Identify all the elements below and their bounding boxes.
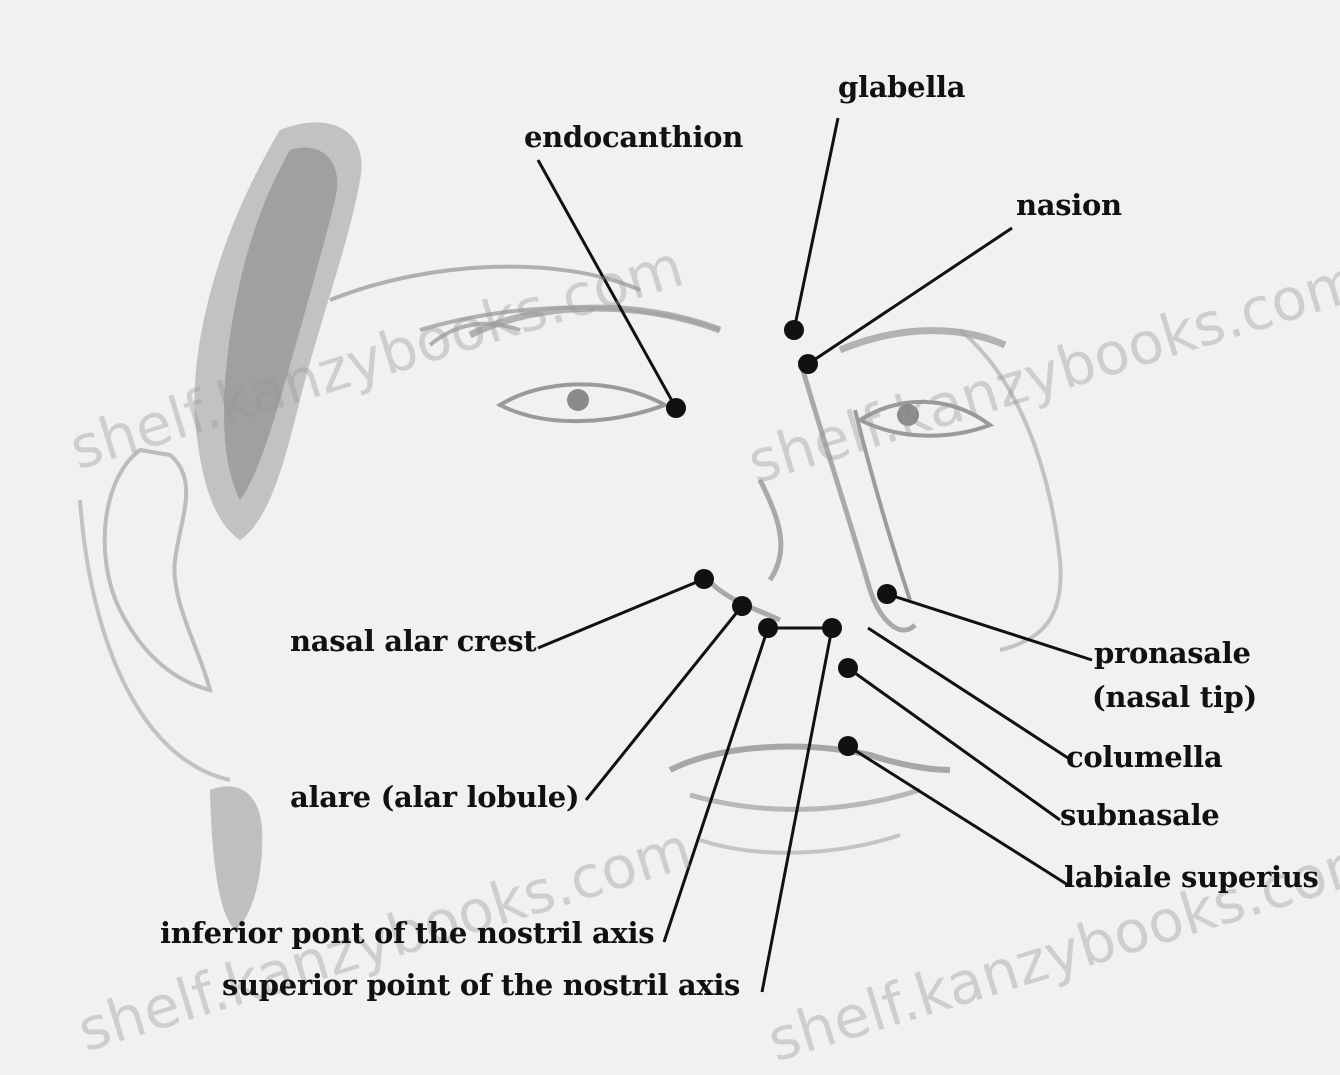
label-columella: columella (1066, 742, 1222, 774)
leader-nasal-alar-crest (538, 579, 704, 648)
label-nasal-alar-crest: nasal alar crest (290, 626, 536, 658)
label-alare: alare (alar lobule) (290, 782, 579, 814)
label-pronasale: pronasale (1094, 638, 1251, 670)
left-iris (567, 389, 589, 411)
label-glabella: glabella (838, 72, 965, 104)
chin-outline (700, 835, 900, 853)
point-inferior-nostril (758, 618, 778, 638)
point-endocanthion (666, 398, 686, 418)
point-nasal-alar-crest (694, 569, 714, 589)
point-superior-nostril (822, 618, 842, 638)
point-alare (732, 596, 752, 616)
point-labiale-superius (838, 736, 858, 756)
label-nasal-tip: (nasal tip) (1092, 682, 1257, 714)
leader-pronasale (887, 594, 1092, 660)
label-nasion: nasion (1016, 190, 1122, 222)
point-glabella (784, 320, 804, 340)
leader-inferior-point (664, 628, 768, 942)
lower-lip (690, 790, 920, 809)
label-subnasale: subnasale (1060, 800, 1219, 832)
leader-alare (586, 606, 742, 800)
point-subnasale (838, 658, 858, 678)
label-labiale-superius: labiale superius (1064, 862, 1319, 894)
leader-columella (868, 628, 1068, 758)
ear-outline (105, 450, 210, 690)
anatomical-diagram: shelf.kanzybooks.com shelf.kanzybooks.co… (0, 0, 1340, 1013)
leader-labiale-superius (848, 746, 1068, 885)
leader-nasion (808, 228, 1012, 364)
leader-subnasale (848, 668, 1060, 820)
leader-glabella (794, 118, 838, 330)
point-pronasale (877, 584, 897, 604)
neck-shading (210, 786, 262, 930)
point-nasion (798, 354, 818, 374)
label-endocanthion: endocanthion (524, 122, 743, 154)
label-superior-point: superior point of the nostril axis (222, 970, 740, 1002)
label-inferior-point: inferior pont of the nostril axis (160, 918, 654, 950)
